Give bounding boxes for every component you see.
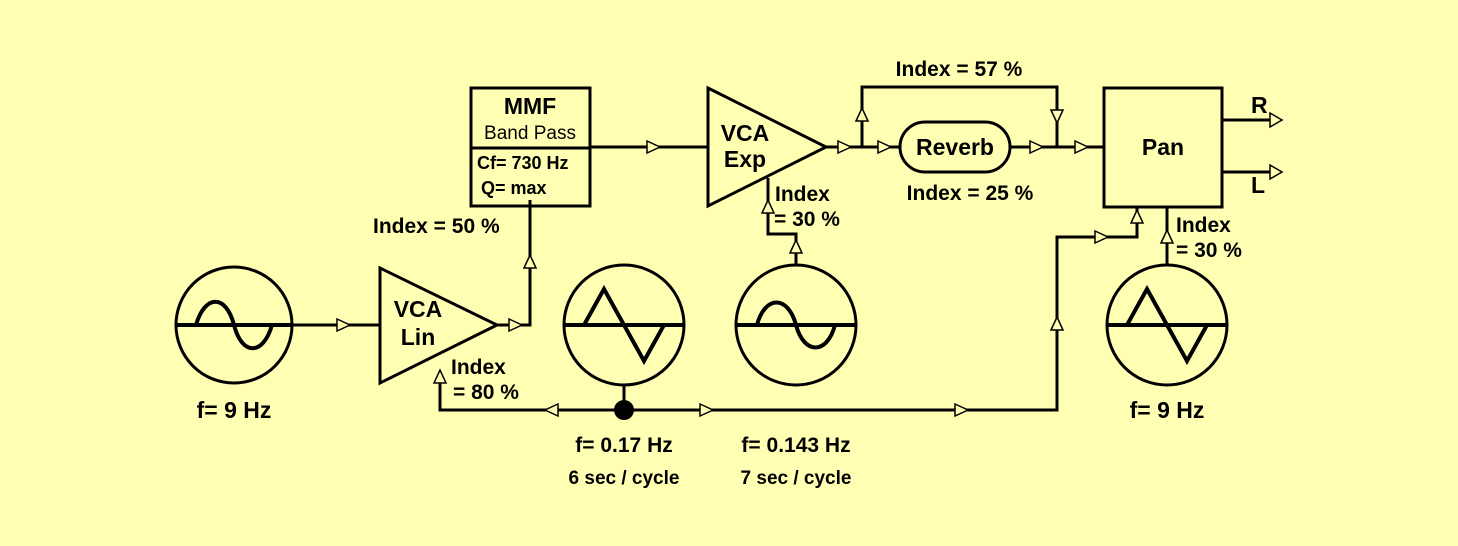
vca-lin-index-label: Index [451, 356, 506, 379]
vca-exp: VCA Exp Index = 30 % [706, 85, 840, 231]
arrow-right [1094, 229, 1110, 245]
pan-index-value: = 30 % [1176, 239, 1242, 262]
arrow-down [1049, 109, 1065, 125]
arrow-right [699, 402, 715, 418]
triangle-oscillator-right: f= 9 Hz [1105, 263, 1229, 423]
vca-exp-index-label: Index [775, 183, 830, 206]
vca-lin: VCA Lin Index = 80 % [378, 265, 519, 404]
arrow-right [646, 139, 662, 155]
arrow-right [336, 317, 352, 333]
tri-mid-period: 6 sec / cycle [569, 468, 680, 489]
vca-exp-label-2: Exp [724, 146, 766, 172]
arrow-right [1074, 139, 1090, 155]
sine-oscillator-middle [734, 263, 858, 387]
arrow-right [1029, 139, 1045, 155]
reverb-label: Reverb [916, 134, 994, 160]
reverb-bypass-index: Index = 57 % [896, 58, 1023, 81]
mmf-title: MMF [504, 93, 556, 119]
junction-dot [614, 400, 634, 420]
arrow-right [954, 402, 970, 418]
arrow-left [543, 402, 559, 418]
mmf-index: Index = 50 % [373, 215, 500, 238]
lfo2-period: 7 sec / cycle [741, 468, 852, 489]
tri-right-frequency: f= 9 Hz [1130, 397, 1205, 423]
mmf-filter: MMF Band Pass Cf= 730 Hz Q= max Index = … [373, 86, 592, 238]
tri-mid-frequency: f= 0.17 Hz [575, 434, 672, 457]
arrow-right [1269, 111, 1284, 129]
vca-exp-label-1: VCA [721, 120, 770, 146]
mmf-mode: Band Pass [484, 123, 576, 144]
sine-wave-icon [194, 299, 274, 351]
arrow-right [508, 317, 524, 333]
reverb-index: Index = 25 % [907, 182, 1034, 205]
pan-label: Pan [1142, 134, 1184, 160]
mmf-cutoff: Cf= 730 Hz [477, 153, 569, 173]
triangle-lfo-middle: f= 0.17 Hz 6 sec / cycle f= 0.143 Hz 7 s… [562, 263, 852, 489]
arrow-up [854, 106, 870, 122]
vca-exp-index-value: = 30 % [774, 208, 840, 231]
vca-lin-label-2: Lin [401, 324, 436, 350]
mmf-q: Q= max [481, 178, 547, 198]
arrow-up [522, 253, 538, 269]
output-r-label: R [1251, 92, 1268, 118]
triangle-wave-icon [582, 284, 666, 366]
arrow-up [1129, 208, 1145, 224]
vca-lin-index-value: = 80 % [453, 381, 519, 404]
wires [292, 85, 1270, 412]
arrow-up [1159, 228, 1175, 244]
arrow-up [432, 368, 448, 384]
reverb: Reverb Index = 25 % Index = 57 % [896, 58, 1034, 205]
osc-left-frequency: f= 9 Hz [197, 397, 272, 423]
sine-oscillator-left: f= 9 Hz [174, 265, 294, 423]
arrow-right [1269, 163, 1284, 181]
pan-index-label: Index [1176, 214, 1231, 237]
arrowheads [336, 106, 1284, 418]
arrow-right [837, 139, 853, 155]
output-l-label: L [1251, 172, 1265, 198]
pan: Pan Index = 30 % R L [1102, 86, 1268, 262]
arrow-up [1049, 315, 1065, 331]
arrow-up [788, 238, 804, 254]
lfo2-frequency: f= 0.143 Hz [741, 434, 850, 457]
triangle-wave-icon [1125, 284, 1209, 366]
sine-wave-icon [755, 300, 837, 350]
vca-lin-label-1: VCA [394, 296, 443, 322]
arrow-up [760, 198, 776, 214]
arrow-right [877, 139, 893, 155]
